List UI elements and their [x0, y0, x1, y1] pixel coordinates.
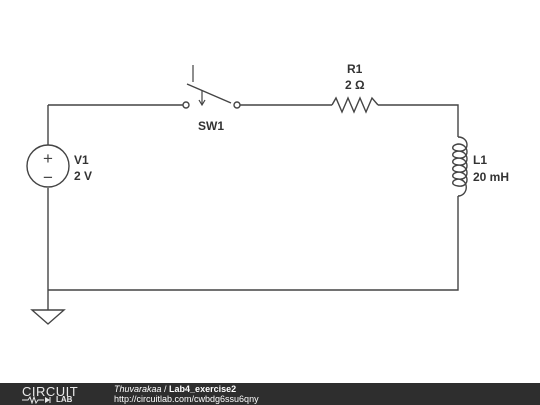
resistor-value: 2 Ω: [345, 78, 365, 92]
footer-info: Thuvarakaa / Lab4_exercise2 http://circu…: [114, 384, 259, 404]
switch-sw1: [182, 65, 241, 109]
source-name: V1: [74, 153, 89, 167]
inductor-l1: [452, 136, 468, 197]
source-value: 2 V: [74, 169, 92, 183]
circuit-title-link[interactable]: Lab4_exercise2: [169, 384, 237, 394]
footer-line-1: Thuvarakaa / Lab4_exercise2: [114, 384, 259, 394]
footer-bar: CIRCUIT LAB Thuvarakaa / Lab4_exercise2 …: [0, 383, 540, 405]
ground-symbol: [30, 309, 66, 325]
wire-right-lower: [48, 196, 459, 291]
source-plus-sign: +: [43, 149, 53, 168]
wire-resistor-to-right: [378, 104, 459, 137]
voltage-source-v1: [26, 144, 70, 188]
inductor-value: 20 mH: [473, 170, 509, 184]
circuit-url-link[interactable]: http://circuitlab.com/cwbdg6ssu6qny: [114, 394, 259, 404]
resistor-r1: [331, 96, 379, 114]
logo-text-top: CIRCUIT: [22, 384, 79, 399]
footer-separator: /: [161, 384, 170, 394]
circuitlab-logo[interactable]: CIRCUIT LAB: [22, 383, 94, 405]
inductor-name: L1: [473, 153, 487, 167]
author-link[interactable]: Thuvarakaa: [114, 384, 162, 394]
resistor-name: R1: [347, 62, 363, 76]
source-minus-sign: −: [43, 168, 53, 187]
logo-wave-icon: [22, 396, 51, 404]
logo-text-bottom: LAB: [56, 395, 73, 404]
switch-name: SW1: [198, 119, 224, 133]
circuit-schematic: SW1 R1 2 Ω + − V1 2 V L1 20 mH: [26, 62, 509, 325]
